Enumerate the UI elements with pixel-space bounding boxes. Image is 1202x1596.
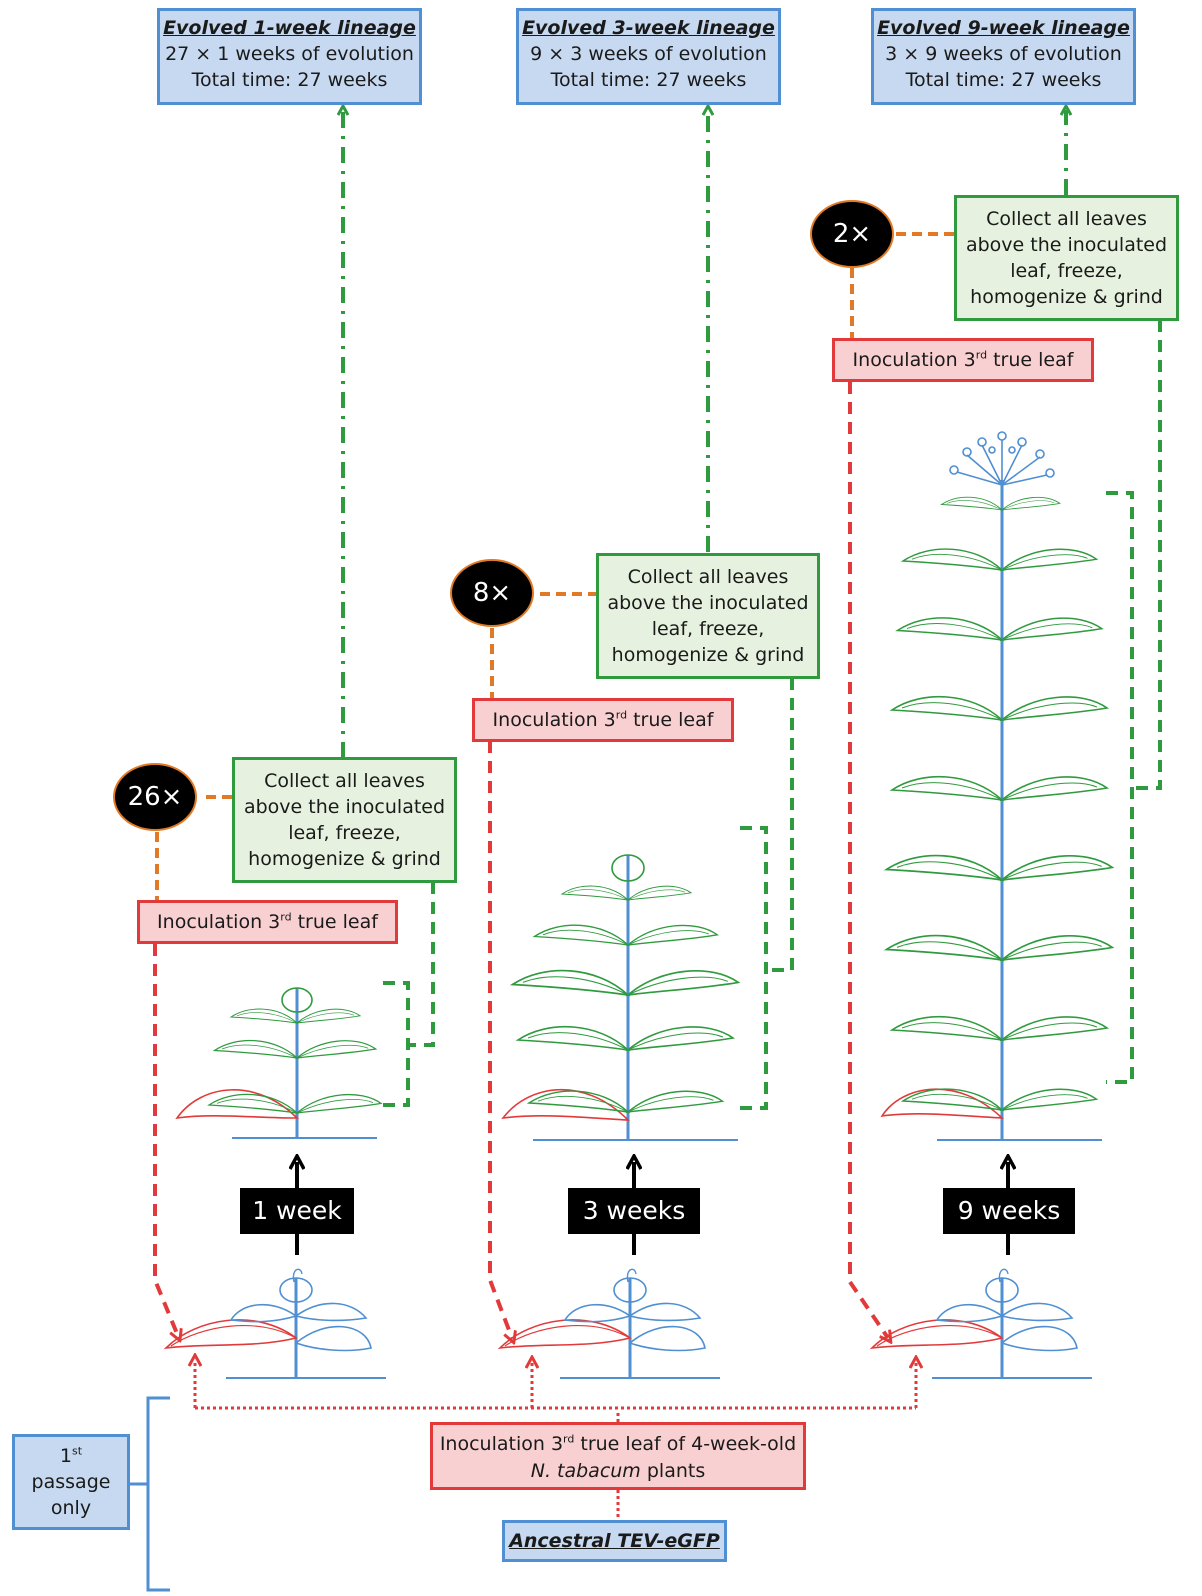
inoculation-box-1-week: Inoculation 3rd true leaf — [137, 900, 398, 944]
lineage-detail: 9 × 3 weeks of evolution — [530, 43, 767, 65]
duration-label: 3 weeks — [568, 1188, 700, 1234]
initial-inoculation-box: Inoculation 3rd true leaf of 4-week-old … — [430, 1422, 806, 1490]
inoculation-sup: rd — [280, 910, 292, 924]
lineage-total: Total time: 27 weeks — [191, 69, 388, 91]
collect-line: above the inoculated — [965, 234, 1168, 256]
collect-line: above the inoculated — [243, 796, 446, 818]
first-passage-text: passage — [31, 1471, 111, 1493]
species-name: N. tabacum — [530, 1460, 641, 1482]
lineage-title: Evolved 1-week lineage — [163, 17, 416, 39]
collect-box-9-week: Collect all leaves above the inoculated … — [954, 195, 1179, 321]
repeat-count-oval: 26× — [113, 763, 197, 831]
lineage-title: Evolved 3-week lineage — [522, 17, 775, 39]
inoculation-box-3-week: Inoculation 3rd true leaf — [472, 698, 734, 742]
lineage-box-1-week: Evolved 1-week lineage 27 × 1 weeks of e… — [157, 8, 422, 105]
initial-inoculation-arrows — [195, 1360, 916, 1520]
collect-line: homogenize & grind — [970, 286, 1163, 308]
inoculation-text: true leaf — [987, 349, 1074, 371]
duration-label: 1 week — [240, 1188, 354, 1234]
inoculation-text: true leaf — [291, 911, 378, 933]
inoculation-text: Inoculation 3 — [157, 911, 281, 933]
inoculation-text: true leaf — [627, 709, 714, 731]
lineage-detail: 3 × 9 weeks of evolution — [885, 43, 1122, 65]
collect-box-1-week: Collect all leaves above the inoculated … — [232, 757, 457, 883]
initial-inoculation-text: Inoculation 3 — [439, 1433, 564, 1455]
lineage-box-9-week: Evolved 9-week lineage 3 × 9 weeks of ev… — [871, 8, 1136, 105]
collect-line: leaf, freeze, — [288, 822, 401, 844]
initial-inoculation-text: true leaf of 4-week-old — [574, 1433, 797, 1455]
lineage-2-diagram — [488, 110, 794, 1380]
inoculation-text: Inoculation 3 — [492, 709, 616, 731]
initial-inoculation-text: plants — [640, 1460, 706, 1482]
collect-line: leaf, freeze, — [651, 618, 765, 640]
collect-line: leaf, freeze, — [1010, 260, 1123, 282]
initial-inoculation-sup: rd — [563, 1432, 575, 1446]
lineage-1-diagram — [153, 110, 435, 1380]
ancestral-label: Ancestral TEV-eGFP — [509, 1530, 720, 1552]
duration-label: 9 weeks — [943, 1188, 1075, 1234]
inoculation-text: Inoculation 3 — [852, 349, 976, 371]
collect-line: homogenize & grind — [248, 848, 441, 870]
lineage-box-3-week: Evolved 3-week lineage 9 × 3 weeks of ev… — [516, 8, 781, 105]
repeat-count-oval: 8× — [450, 559, 534, 627]
collect-line: above the inoculated — [607, 592, 809, 614]
first-passage-sup: st — [72, 1444, 83, 1458]
inoculation-box-9-week: Inoculation 3rd true leaf — [832, 338, 1094, 382]
first-passage-text: only — [50, 1497, 92, 1519]
first-passage-box: 1st passage only — [12, 1434, 130, 1530]
lineage-title: Evolved 9-week lineage — [877, 17, 1130, 39]
collect-line: Collect all leaves — [264, 770, 425, 792]
collect-box-3-week: Collect all leaves above the inoculated … — [596, 553, 820, 679]
inoculation-sup: rd — [975, 348, 988, 362]
lineage-total: Total time: 27 weeks — [905, 69, 1102, 91]
first-passage-bracket — [130, 1396, 170, 1592]
ancestral-box: Ancestral TEV-eGFP — [502, 1520, 727, 1562]
repeat-count-oval: 2× — [810, 200, 894, 268]
collect-line: Collect all leaves — [627, 566, 789, 588]
collect-line: homogenize & grind — [611, 644, 805, 666]
collect-line: Collect all leaves — [986, 208, 1147, 230]
first-passage-text: 1 — [59, 1445, 73, 1467]
inoculation-sup: rd — [615, 708, 628, 722]
lineage-total: Total time: 27 weeks — [550, 69, 747, 91]
lineage-detail: 27 × 1 weeks of evolution — [165, 43, 414, 65]
